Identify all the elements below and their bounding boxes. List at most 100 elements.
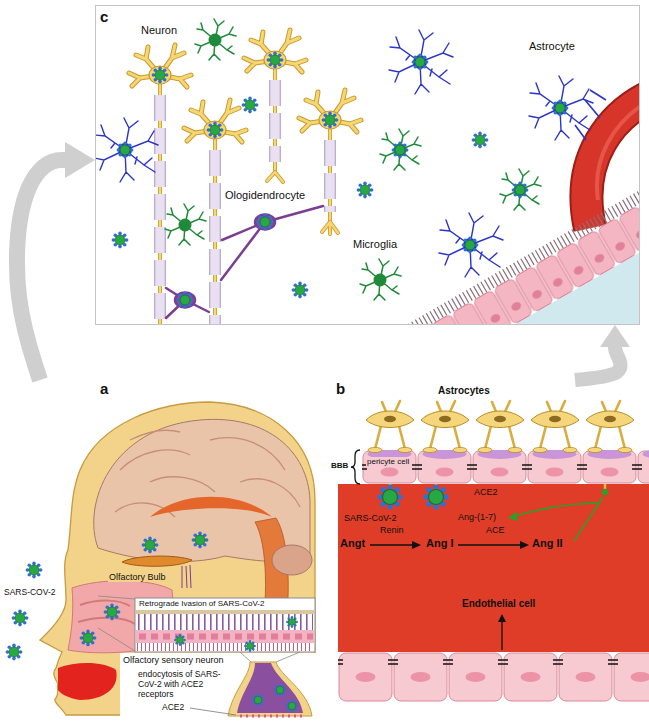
- cell-label: Ologidendrocyte: [224, 189, 306, 202]
- astrocyte-row-part: [476, 401, 524, 453]
- tongue: [58, 663, 117, 700]
- olfactory-neuron-terminal: [228, 662, 312, 716]
- astrocyte-row-part: [366, 401, 414, 453]
- virus-particles-c-part: [257, 214, 274, 231]
- olfactory-neuron-terminal-part: [252, 694, 265, 707]
- ang-pathway-head: [508, 512, 518, 521]
- olfactory-epithelium-inset-part: [139, 634, 313, 640]
- virus-particles-c-part: [112, 232, 129, 249]
- virus-particles-c-part: [322, 112, 339, 129]
- connector-arrow: [575, 325, 630, 380]
- astrocyte-row-part: [586, 401, 634, 453]
- oligodendrocyte-part: [166, 288, 209, 318]
- virus-particles-a-part: [6, 644, 23, 661]
- virus-particles-c-part: [512, 182, 529, 199]
- olfactory-bulb: [122, 556, 192, 566]
- zoom-leader-lines: [240, 652, 300, 662]
- virus-particles-a-part: [80, 630, 97, 647]
- ace2-leader-line: [190, 708, 236, 715]
- olfactory-epithelium-inset-part: [136, 610, 314, 614]
- cell-label: Endothelial cell: [462, 598, 535, 610]
- ang-pathway-line: [515, 503, 600, 516]
- virus-particles-a-part: [192, 532, 209, 549]
- panel-c-frame: c: [95, 5, 640, 325]
- astrocytes: [96, 30, 593, 277]
- astrocytes-part: [439, 213, 503, 277]
- astrocyte-row: [366, 401, 634, 453]
- microglia-part: [165, 204, 206, 245]
- cerebellum: [272, 545, 312, 575]
- connector-head: [65, 142, 95, 178]
- microglia-part: [360, 259, 401, 300]
- receptor-label: ACE2: [162, 703, 184, 713]
- oligodendrocyte-part: [175, 293, 195, 308]
- panel-letter: b: [336, 380, 345, 397]
- neurons-part: [184, 100, 246, 142]
- oligodendrocyte-part: [221, 206, 323, 280]
- endothelial-row-top: [362, 450, 649, 484]
- anatomy-label: Olfactory Bulb: [108, 572, 167, 582]
- astrocyte-endfeet-part: [575, 90, 606, 140]
- microglia-part: [380, 129, 421, 170]
- olfactory-nerve: [182, 565, 191, 588]
- zoom-ground: [120, 653, 318, 721]
- myelinated-axons-part: [160, 69, 330, 324]
- process-note: endocytosis of SARS-CoV-2 with ACE2 rece…: [138, 669, 224, 699]
- connector-line: [17, 160, 65, 380]
- virus-particles-c-part: [152, 67, 169, 84]
- microglia: [165, 19, 541, 300]
- virus-particles-a-part: [104, 604, 121, 621]
- ependymal-epithelium-part: [395, 155, 639, 324]
- myelinated-axons-part: [267, 172, 338, 234]
- myelinated-axons-part: [160, 80, 330, 324]
- cell-label: Astrocyte: [528, 40, 576, 53]
- cell-label: Microglia: [352, 238, 398, 251]
- astrocyte-row-part: [421, 401, 469, 453]
- olfactory-epithelium-inset-part: [137, 643, 313, 651]
- endothelial-pointer-head: [498, 614, 506, 622]
- myelinated-axons: [160, 69, 338, 324]
- microglia-part: [195, 19, 236, 60]
- blood-brain-barrier-part: [377, 484, 402, 509]
- endothelial-pointer: [501, 622, 502, 650]
- panel-letter: a: [100, 380, 108, 397]
- neurons-part: [299, 90, 361, 132]
- virus-particles-c-part: [392, 142, 409, 159]
- panel-c-art: [96, 6, 639, 324]
- ependymal-epithelium: [392, 150, 639, 324]
- virus-label: SARS-COV-2: [4, 588, 56, 598]
- neurons-part: [244, 30, 306, 72]
- olfactory-epithelium-inset-part: [138, 614, 313, 630]
- cell-label: Astrocytes: [438, 385, 490, 397]
- head-section: [6, 402, 318, 721]
- inset-title: Retrograde Ivasion of SARS-CoV-2: [138, 599, 265, 608]
- barrier-label: BBB: [331, 461, 348, 470]
- astrocyte-endfeet: [575, 90, 606, 140]
- peptide-label: Ang I: [426, 537, 454, 550]
- olfactory-epithelium-inset: [135, 598, 315, 652]
- endothelial-row-bottom: [338, 652, 649, 702]
- connector-head: [600, 325, 630, 347]
- olfactory-epithelium-inset-part: [136, 630, 314, 643]
- olfactory-neuron-terminal-part: [228, 662, 312, 716]
- blood-vessel-part: [597, 100, 639, 200]
- oligodendrocyte-part: [255, 215, 275, 230]
- enzyme-label: ACE: [486, 525, 505, 535]
- myelinated-axons-part: [267, 172, 338, 234]
- connector-arrow: [17, 142, 95, 380]
- virus-particles-a: [6, 532, 209, 661]
- panel-a-region: a: [0, 380, 320, 721]
- olfactory-neuron-terminal-part: [274, 684, 287, 697]
- reaction-arrow-head: [412, 541, 421, 549]
- anatomy-label: Olfactory sensory neuron: [122, 655, 225, 665]
- olfactory-epithelium-inset-part: [174, 634, 186, 646]
- virus-particles-c-part: [472, 132, 489, 149]
- olfactory-neuron-terminal-part: [240, 715, 304, 718]
- connector-line: [575, 347, 621, 380]
- virus-particles-c-part: [177, 292, 194, 309]
